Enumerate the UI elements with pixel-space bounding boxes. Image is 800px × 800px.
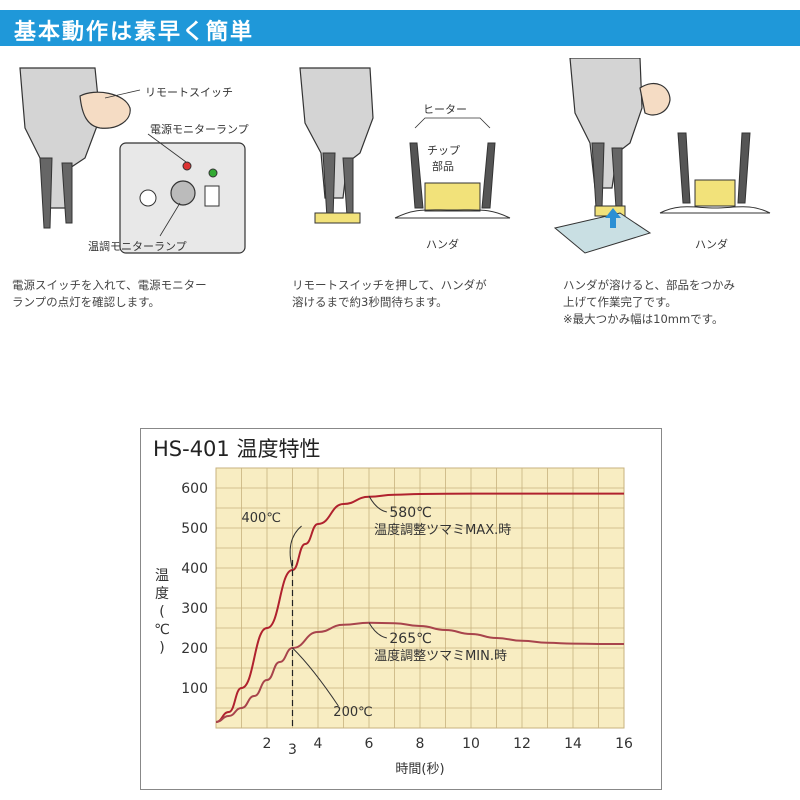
annotation-max-value: 580℃: [389, 505, 431, 521]
step3-caption: ハンダが溶けると、部品をつかみ 上げて作業完了です。 ※最大つかみ幅は10mmで…: [563, 277, 735, 328]
leader-265: [368, 622, 387, 639]
y-axis-label-char: 度: [155, 586, 169, 602]
step1-caption: 電源スイッチを入れて、電源モニター ランプの点灯を確認します。: [12, 277, 207, 311]
y-axis-label-char: ℃: [154, 622, 170, 638]
step1-illustration: [19, 67, 246, 254]
step3-illustration: [553, 58, 771, 254]
y-tick-label: 100: [181, 681, 208, 697]
y-tick-label: 600: [181, 481, 208, 497]
banner: 基本動作は素早く簡単: [0, 0, 800, 52]
x-tick-label: 16: [615, 736, 633, 752]
chip-part-icon: [424, 182, 481, 212]
annotation-max-desc: 温度調整ツマミMAX.時: [374, 522, 511, 538]
leader-200: [292, 647, 339, 707]
banner-bar: [0, 10, 800, 46]
caption-line: リモートスイッチを押して、ハンダが: [292, 278, 487, 292]
solder-label-step3: ハンダ: [695, 238, 728, 251]
temp-lamp-label: 温調モニターランプ: [88, 240, 187, 253]
grid: [216, 468, 624, 728]
step2-illustration: [299, 67, 511, 224]
y-tick-label: 300: [181, 601, 208, 617]
annotation-min-desc: 温度調整ツマミMIN.時: [374, 648, 507, 664]
leader-400: [289, 525, 302, 569]
y-axis-label-char: ): [159, 640, 164, 656]
y-axis-label-char: (: [159, 604, 164, 620]
caption-line: 電源スイッチを入れて、電源モニター: [12, 278, 207, 292]
y-tick-label: 200: [181, 641, 208, 657]
series-line: [215, 492, 624, 723]
solder-label-step2: ハンダ: [426, 238, 459, 251]
heater-label: ヒーター: [423, 103, 467, 116]
caption-line: ハンダが溶けると、部品をつかみ: [563, 278, 736, 292]
x-tick-label: 14: [564, 736, 582, 752]
x-tick-label: 4: [314, 736, 323, 752]
annotation-400: 400℃: [242, 511, 281, 526]
caption-line: 溶けるまで約3秒間待ちます。: [292, 295, 448, 309]
chart-title: HS-401 温度特性: [153, 437, 321, 461]
x-tick-label: 8: [416, 736, 425, 752]
caption-line: ランプの点灯を確認します。: [12, 295, 161, 309]
y-tick-label: 400: [181, 561, 208, 577]
step2-caption: リモートスイッチを押して、ハンダが 溶けるまで約3秒間待ちます。: [292, 277, 487, 311]
tick-labels: 100 200 300 400 500 600 2 4 6 8 10 12 14 16 3: [181, 481, 633, 758]
series-line: [215, 621, 624, 723]
x-tick-label: 12: [513, 736, 531, 752]
part-label: 部品: [432, 160, 454, 173]
finger-icon: [79, 91, 131, 129]
x-tick-label: 6: [365, 736, 374, 752]
x-tick-label: 2: [263, 736, 272, 752]
leader-580: [368, 495, 387, 513]
x-tick-label-extra: 3: [288, 742, 297, 758]
annotation-leaders: [289, 495, 387, 707]
remote-switch-label: リモートスイッチ: [145, 86, 233, 99]
annotation-min-value: 265℃: [389, 631, 431, 647]
annotation-200: 200℃: [333, 705, 372, 720]
board-icon: [553, 212, 652, 254]
caption-line: ※最大つかみ幅は10mmです。: [563, 312, 724, 326]
x-tick-label: 10: [462, 736, 480, 752]
series-lines: [215, 492, 624, 723]
y-axis-label-char: 温: [155, 568, 169, 584]
banner-title: 基本動作は素早く簡単: [14, 20, 255, 45]
power-lamp-label: 電源モニターランプ: [150, 123, 249, 136]
caption-line: 上げて作業完了です。: [563, 295, 677, 309]
x-axis-label: 時間(秒): [395, 762, 444, 777]
y-axis-label: 温度 ( ℃): [154, 568, 170, 656]
chip-label: チップ: [427, 144, 460, 157]
y-tick-label: 500: [181, 521, 208, 537]
